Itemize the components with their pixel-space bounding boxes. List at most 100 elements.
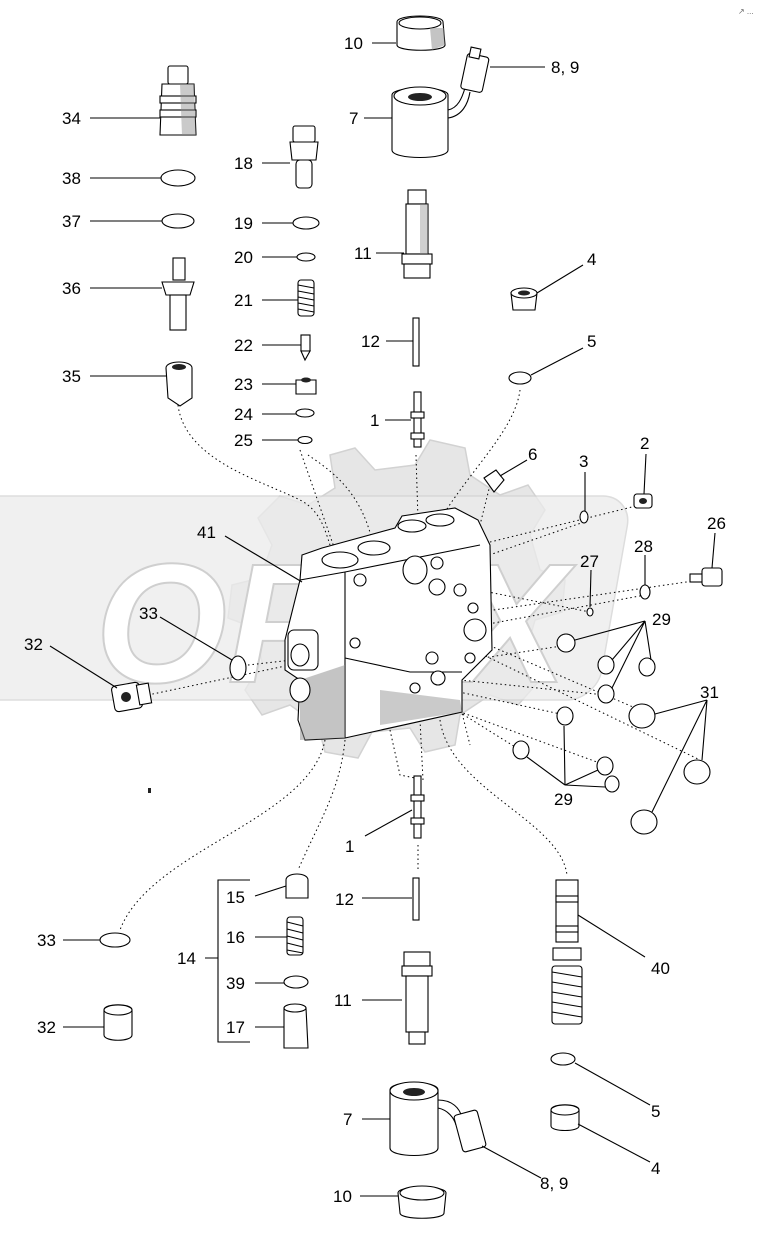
label-4-bottom: 4 bbox=[651, 1159, 660, 1178]
o-ring-24 bbox=[295, 408, 315, 418]
label-5-bottom: 5 bbox=[651, 1102, 660, 1121]
coil-7-top bbox=[391, 46, 490, 158]
assembly-lines bbox=[119, 389, 701, 931]
o-ring-3 bbox=[579, 510, 589, 524]
callout-labels: 10 8, 9 7 34 18 38 37 19 11 20 4 36 21 1… bbox=[24, 34, 726, 1206]
valve-body bbox=[284, 507, 493, 741]
label-27: 27 bbox=[580, 552, 599, 571]
o-ring-33-bottom bbox=[99, 932, 131, 948]
label-10-top: 10 bbox=[344, 34, 363, 53]
o-ring-39 bbox=[283, 975, 309, 989]
o-ring-5-bottom bbox=[550, 1052, 576, 1066]
label-8-9-top: 8, 9 bbox=[551, 58, 579, 77]
o-ring-25 bbox=[297, 435, 313, 445]
label-41: 41 bbox=[197, 523, 216, 542]
label-33-side: 33 bbox=[139, 604, 158, 623]
seat-23 bbox=[295, 377, 317, 395]
plug-4-bottom bbox=[550, 1104, 580, 1132]
spring-21 bbox=[297, 279, 315, 317]
kit-bracket-14 bbox=[205, 879, 250, 1043]
label-10-bottom: 10 bbox=[333, 1187, 352, 1206]
spool-40 bbox=[551, 879, 583, 1025]
o-ring-29-e bbox=[556, 706, 574, 726]
label-32-bottom: 32 bbox=[37, 1018, 56, 1037]
fitting-2 bbox=[633, 493, 653, 509]
poppet-22 bbox=[300, 334, 311, 362]
o-ring-29-a bbox=[556, 633, 576, 653]
label-17: 17 bbox=[226, 1018, 245, 1037]
label-38: 38 bbox=[62, 169, 81, 188]
label-18: 18 bbox=[234, 154, 253, 173]
pin-12-top bbox=[412, 317, 420, 367]
o-ring-31-a bbox=[628, 703, 656, 729]
corner-mark: ↗ ... bbox=[738, 7, 754, 16]
label-1-top: 1 bbox=[370, 411, 379, 430]
coil-7-bottom bbox=[389, 1081, 487, 1156]
label-29-upper: 29 bbox=[652, 610, 671, 629]
label-21: 21 bbox=[234, 291, 253, 310]
o-ring-20 bbox=[296, 252, 316, 262]
cartridge-11-top bbox=[401, 189, 433, 279]
label-32-side: 32 bbox=[24, 635, 43, 654]
o-ring-37 bbox=[161, 213, 195, 229]
label-36: 36 bbox=[62, 279, 81, 298]
stray-mark bbox=[148, 788, 151, 793]
o-ring-5-top bbox=[508, 371, 532, 385]
cartridge-11-bottom bbox=[401, 951, 433, 1045]
poppet-1-top bbox=[410, 391, 425, 448]
valve-36 bbox=[161, 257, 195, 331]
label-2: 2 bbox=[640, 434, 649, 453]
poppet-1-bottom bbox=[410, 775, 425, 839]
label-39: 39 bbox=[226, 974, 245, 993]
label-28: 28 bbox=[634, 537, 653, 556]
plug-18 bbox=[289, 125, 319, 189]
leader-lines bbox=[49, 42, 716, 1197]
label-7-top: 7 bbox=[349, 109, 358, 128]
relief-valve-34 bbox=[159, 65, 197, 136]
label-20: 20 bbox=[234, 248, 253, 267]
label-22: 22 bbox=[234, 336, 253, 355]
label-37: 37 bbox=[62, 212, 81, 231]
o-ring-29-g bbox=[596, 756, 614, 776]
label-24: 24 bbox=[234, 405, 253, 424]
label-35: 35 bbox=[62, 367, 81, 386]
label-16: 16 bbox=[226, 928, 245, 947]
label-25: 25 bbox=[234, 431, 253, 450]
label-31: 31 bbox=[700, 683, 719, 702]
label-12-bottom: 12 bbox=[335, 890, 354, 909]
label-29-lower: 29 bbox=[554, 790, 573, 809]
label-11-bottom: 11 bbox=[334, 991, 352, 1010]
label-14: 14 bbox=[177, 949, 196, 968]
o-ring-29-b bbox=[597, 655, 615, 675]
label-19: 19 bbox=[234, 214, 253, 233]
plug-32-side bbox=[111, 681, 153, 713]
label-11-top: 11 bbox=[354, 244, 372, 263]
kit-sleeve-17 bbox=[283, 1003, 309, 1049]
cap-10-top bbox=[396, 15, 446, 51]
fitting-6 bbox=[483, 469, 505, 493]
label-40: 40 bbox=[651, 959, 670, 978]
label-26: 26 bbox=[707, 514, 726, 533]
o-ring-28 bbox=[639, 584, 651, 600]
o-ring-31-b bbox=[683, 759, 711, 785]
label-6: 6 bbox=[528, 445, 537, 464]
kit-spring-16 bbox=[286, 916, 304, 956]
o-ring-29-d bbox=[597, 684, 615, 704]
fitting-26 bbox=[689, 567, 723, 587]
o-ring-29-h bbox=[604, 775, 620, 793]
label-3: 3 bbox=[579, 452, 588, 471]
o-ring-31-c bbox=[630, 809, 658, 835]
cap-10-bottom bbox=[397, 1185, 447, 1219]
o-ring-38 bbox=[160, 169, 196, 187]
o-ring-29-f bbox=[512, 740, 530, 760]
kit-15 bbox=[285, 873, 309, 899]
label-34: 34 bbox=[62, 109, 81, 128]
o-ring-33-side bbox=[229, 655, 247, 681]
o-ring-19 bbox=[292, 216, 320, 230]
label-15: 15 bbox=[226, 888, 245, 907]
plug-4-top bbox=[510, 287, 538, 311]
label-12-top: 12 bbox=[361, 332, 380, 351]
pin-12-bottom bbox=[412, 877, 420, 921]
